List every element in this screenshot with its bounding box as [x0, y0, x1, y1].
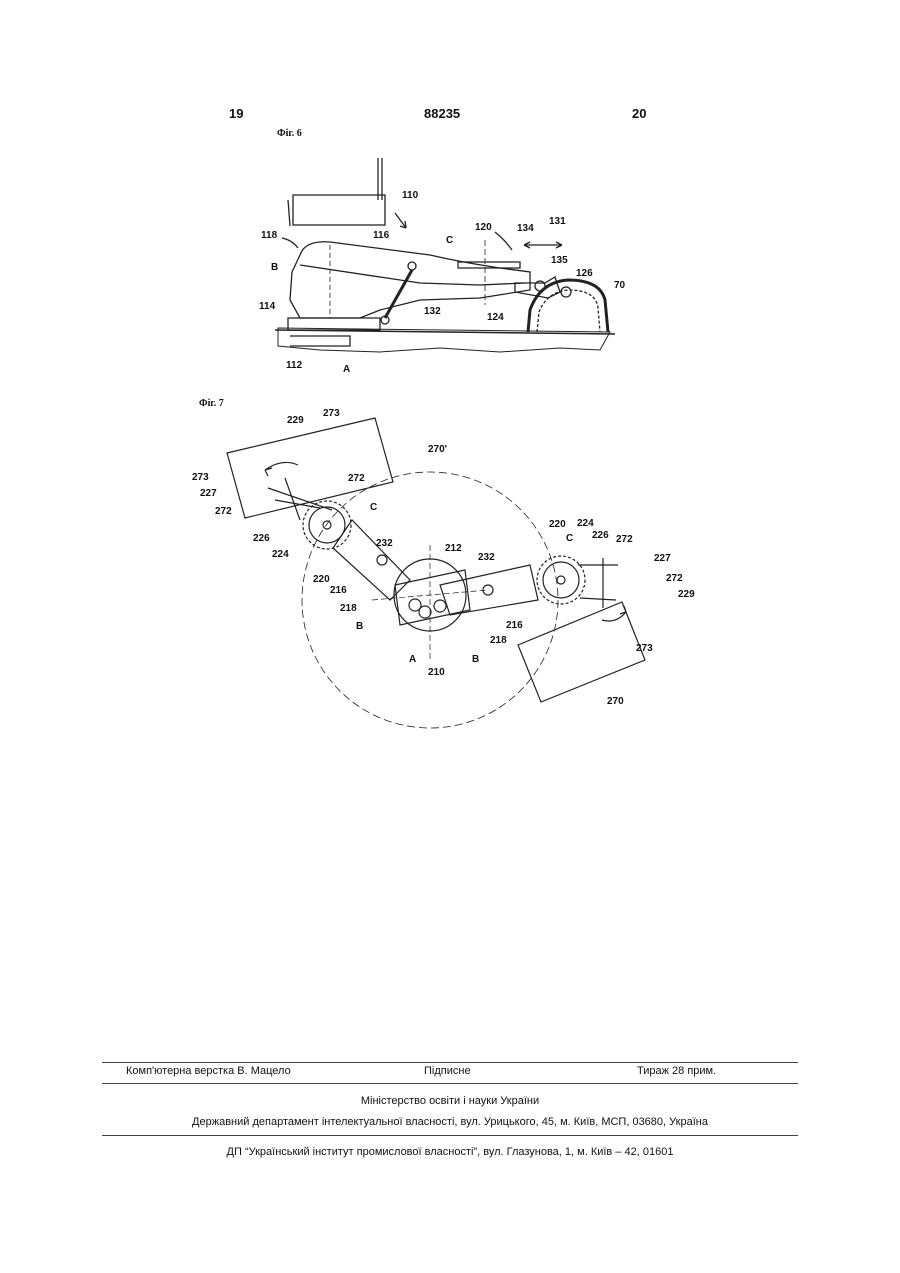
- fig7-label: 220: [549, 519, 566, 530]
- fig7-label: 216: [330, 585, 347, 596]
- fig6-label: 112: [286, 360, 303, 371]
- fig6-label: B: [271, 262, 278, 273]
- patent-drawings: 110 118 116 B 114 C 120 134 131 135 126 …: [0, 0, 900, 760]
- fig6-label: 135: [551, 255, 568, 266]
- imprint-rule-middle: [102, 1083, 798, 1084]
- fig6-label: C: [446, 235, 453, 246]
- imprint-rule-top: [102, 1062, 798, 1063]
- fig7-label: 229: [678, 589, 695, 600]
- fig7-label: 232: [478, 552, 495, 563]
- fig7-label: 226: [592, 530, 609, 541]
- figure-7-drawing: [227, 418, 645, 728]
- institute-address: ДП “Український інститут промислової вла…: [102, 1146, 798, 1158]
- fig7-label: 224: [577, 518, 594, 529]
- fig7-label: 273: [192, 472, 209, 483]
- fig6-label: 120: [475, 222, 492, 233]
- fig7-label: 227: [654, 553, 671, 564]
- fig7-label: 216: [506, 620, 523, 631]
- fig6-label: 70: [614, 280, 626, 291]
- fig7-label: 218: [340, 603, 357, 614]
- fig6-label: 110: [402, 190, 419, 201]
- figure-7-labels: 229 273 270' 273 272 227 272 C 226 224 2…: [192, 408, 695, 707]
- figure-6-labels: 110 118 116 B 114 C 120 134 131 135 126 …: [259, 190, 626, 375]
- fig7-label: B: [356, 621, 363, 632]
- fig7-label: 226: [253, 533, 270, 544]
- fig6-label: A: [343, 364, 350, 375]
- fig7-label: 273: [636, 643, 653, 654]
- fig7-label: 218: [490, 635, 507, 646]
- fig7-label: A: [409, 654, 416, 665]
- imprint-rule-bottom: [102, 1135, 798, 1136]
- fig7-label: 227: [200, 488, 217, 499]
- signed-note: Підписне: [424, 1065, 471, 1077]
- fig6-label: 126: [576, 268, 593, 279]
- fig7-label: 220: [313, 574, 330, 585]
- fig7-label: 272: [348, 473, 365, 484]
- layout-credit: Комп'ютерна верстка В. Мацело: [126, 1065, 291, 1077]
- fig6-label: 134: [517, 223, 534, 234]
- fig6-label: 114: [259, 301, 276, 312]
- fig7-label: 273: [323, 408, 340, 419]
- fig7-label: 212: [445, 543, 462, 554]
- fig7-label: C: [370, 502, 377, 513]
- fig7-label: 270: [607, 696, 624, 707]
- fig6-label: 132: [424, 306, 441, 317]
- fig7-label: 272: [666, 573, 683, 584]
- fig6-label: 118: [261, 230, 278, 241]
- fig7-label: 270': [428, 444, 447, 455]
- fig7-label: 224: [272, 549, 289, 560]
- fig7-label: 232: [376, 538, 393, 549]
- fig7-label: 272: [215, 506, 232, 517]
- fig7-label: C: [566, 533, 573, 544]
- circulation: Тираж 28 прим.: [637, 1065, 716, 1077]
- department-address: Державний департамент інтелектуальної вл…: [102, 1116, 798, 1128]
- fig7-label: 229: [287, 415, 304, 426]
- fig7-label: 210: [428, 667, 445, 678]
- fig7-label: 272: [616, 534, 633, 545]
- fig6-label: 124: [487, 312, 504, 323]
- fig6-label: 131: [549, 216, 566, 227]
- fig7-label: B: [472, 654, 479, 665]
- ministry-name: Міністерство освіти і науки України: [102, 1095, 798, 1107]
- fig6-label: 116: [373, 230, 390, 241]
